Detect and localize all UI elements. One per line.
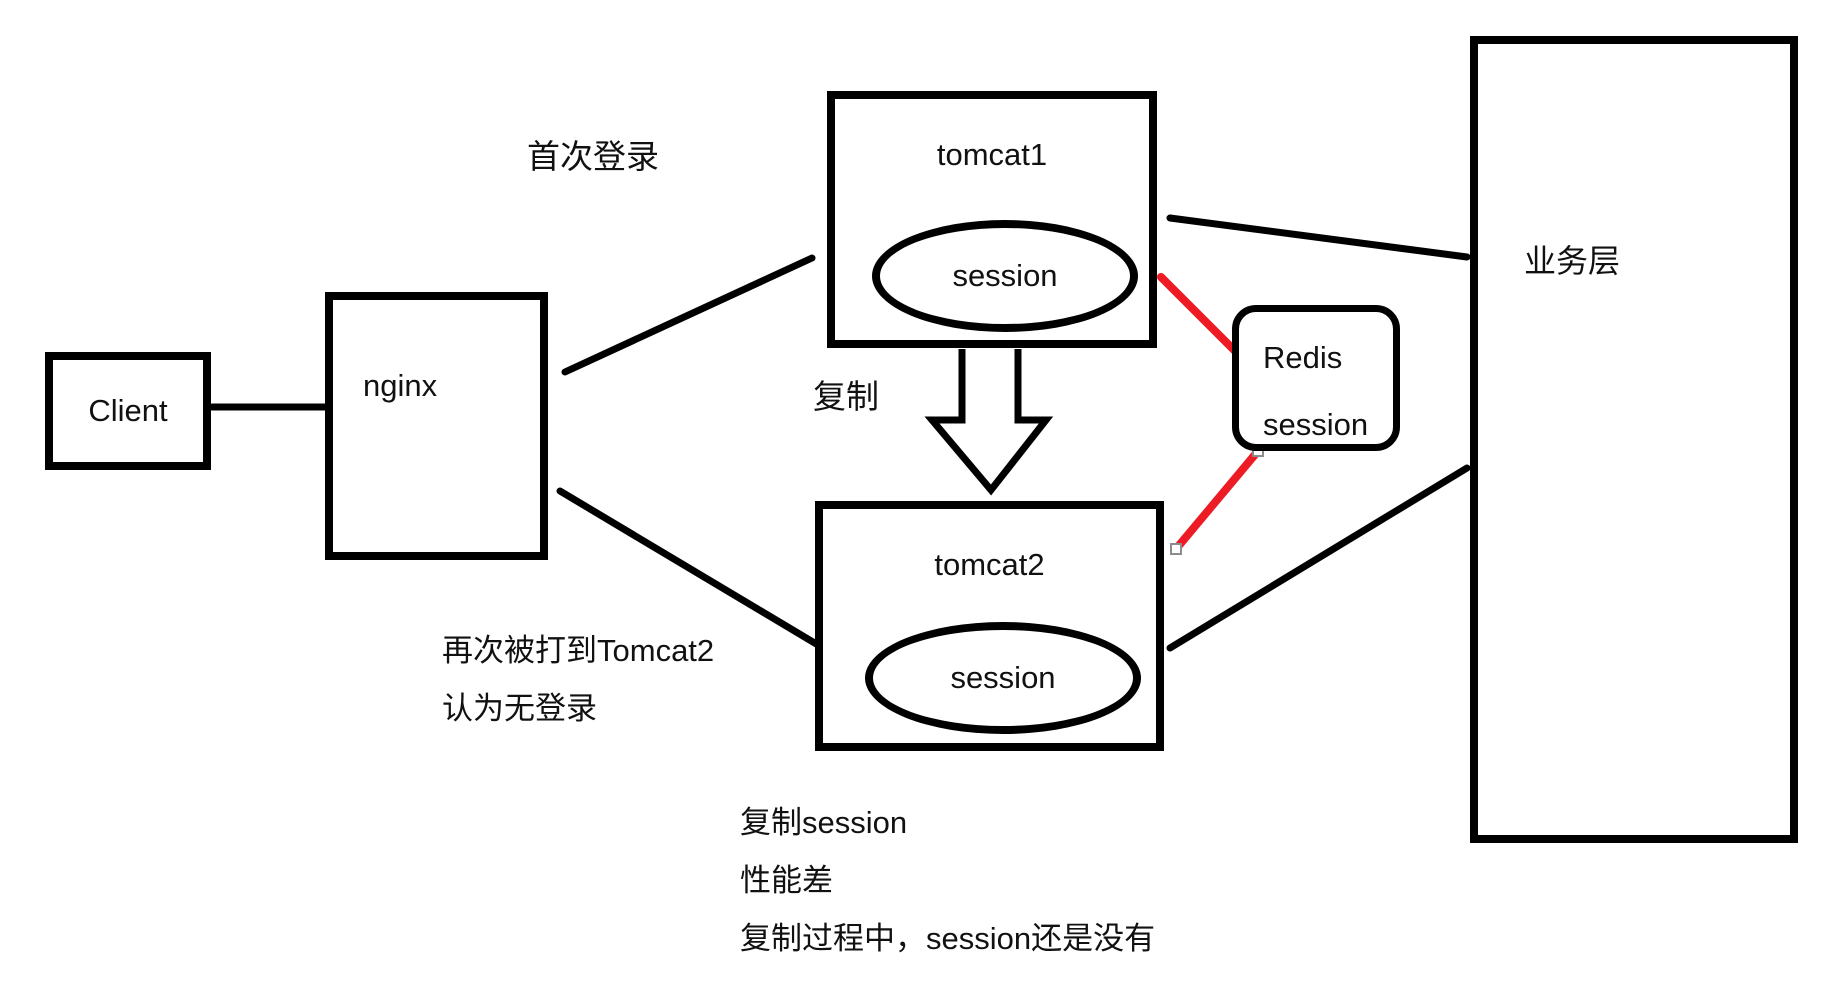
copy-note-text: 复制 <box>813 378 879 415</box>
copy-note[interactable]: 复制 <box>813 368 879 426</box>
tomcat2-session-label: session <box>950 660 1056 695</box>
first-login-note[interactable]: 首次登录 <box>527 128 659 186</box>
bottom-note-line3: 复制过程中，session还是没有 <box>740 921 1156 956</box>
nginx-tomcat2-connector[interactable] <box>556 487 822 649</box>
client-box[interactable]: Client <box>45 352 211 470</box>
bottom-note-line1: 复制session <box>740 805 908 840</box>
business-layer-label: 业务层 <box>1524 243 1621 279</box>
retry-note-line2: 认为无登录 <box>442 691 597 726</box>
bottom-note-line2: 性能差 <box>740 863 833 898</box>
tomcat1-box[interactable]: tomcat1 session <box>827 91 1157 348</box>
nginx-label: nginx <box>363 368 438 403</box>
retry-tomcat2-note[interactable]: 再次被打到Tomcat2 认为无登录 <box>442 622 714 738</box>
tomcat2-box[interactable]: tomcat2 session <box>815 501 1164 751</box>
tomcat1-business-connector[interactable] <box>1166 214 1471 261</box>
nginx-box[interactable]: nginx <box>325 292 548 560</box>
tomcat2-session-ellipse[interactable]: session <box>865 622 1141 734</box>
session-redis-red-connector[interactable] <box>1157 273 1246 362</box>
first-login-note-text: 首次登录 <box>527 138 659 175</box>
redis-session-label: session <box>1263 407 1369 442</box>
copy-block-arrow-icon[interactable] <box>924 349 1054 496</box>
redis-label: Redis <box>1263 340 1343 375</box>
tomcat2-label: tomcat2 <box>934 547 1045 582</box>
tomcat2-business-connector[interactable] <box>1166 464 1471 652</box>
tomcat1-session-ellipse[interactable]: session <box>872 220 1138 332</box>
client-label: Client <box>88 393 168 428</box>
selection-handle-bottom[interactable] <box>1170 543 1182 555</box>
nginx-tomcat1-connector[interactable] <box>561 254 816 376</box>
tomcat1-session-label: session <box>952 258 1058 293</box>
tomcat1-label: tomcat1 <box>936 137 1048 172</box>
session-copy-drawback-note[interactable]: 复制session 性能差 复制过程中，session还是没有 <box>740 794 1155 968</box>
business-layer-box[interactable]: 业务层 <box>1470 36 1798 843</box>
redis-box[interactable]: Redis session <box>1232 305 1400 451</box>
retry-note-line1: 再次被打到Tomcat2 <box>442 633 715 668</box>
redis-tomcat2-red-connector[interactable] <box>1172 447 1262 553</box>
